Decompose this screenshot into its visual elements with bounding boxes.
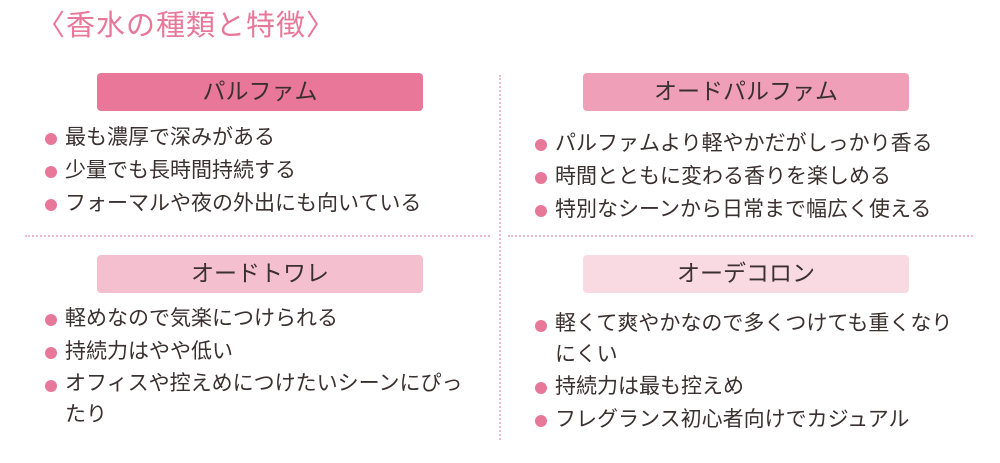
item-text: 持続力は最も控えめ xyxy=(555,374,744,398)
bullet-icon xyxy=(45,199,57,211)
item-text: パルファムより軽やかだがしっかり香る xyxy=(555,131,933,155)
bullet-icon xyxy=(535,415,547,427)
section-list-eau-de-cologne: 軽くて爽やかなので多くつけても重くなりにくい 持続力は最も控えめ フレグランス初… xyxy=(533,308,963,436)
section-header-parfum: パルファム xyxy=(97,73,423,111)
list-item: 持続力は最も控えめ xyxy=(533,370,963,403)
bullet-icon xyxy=(45,347,57,359)
divider-horizontal-left xyxy=(25,235,490,237)
divider-vertical xyxy=(499,75,501,440)
list-item: フレグランス初心者向けでカジュアル xyxy=(533,403,963,436)
list-item: 持続力はやや低い xyxy=(43,335,483,368)
item-text: オフィスや控えめにつけたいシーンにぴったり xyxy=(65,371,463,426)
section-header-eau-de-toilette: オードトワレ xyxy=(97,255,423,293)
bullet-icon xyxy=(535,139,547,151)
bullet-icon xyxy=(45,166,57,178)
bullet-icon xyxy=(535,172,547,184)
list-item: 時間とともに変わる香りを楽しめる xyxy=(533,160,933,193)
section-list-eau-de-toilette: 軽めなので気楽につけられる 持続力はやや低い オフィスや控えめにつけたいシーンに… xyxy=(43,302,483,430)
item-text: フレグランス初心者向けでカジュアル xyxy=(555,407,910,431)
item-text: 軽くて爽やかなので多くつけても重くなりにくい xyxy=(555,311,953,366)
bullet-icon xyxy=(45,380,57,392)
list-item: 最も濃厚で深みがある xyxy=(43,121,421,154)
divider-horizontal-right xyxy=(508,235,973,237)
item-text: 時間とともに変わる香りを楽しめる xyxy=(555,164,891,188)
list-item: 特別なシーンから日常まで幅広く使える xyxy=(533,193,933,226)
bullet-icon xyxy=(45,133,57,145)
section-list-parfum: 最も濃厚で深みがある 少量でも長時間持続する フォーマルや夜の外出にも向いている xyxy=(43,121,421,220)
list-item: オフィスや控えめにつけたいシーンにぴったり xyxy=(43,368,483,430)
list-item: フォーマルや夜の外出にも向いている xyxy=(43,187,421,220)
page-title: 〈香水の種類と特徴〉 xyxy=(36,8,337,42)
item-text: 最も濃厚で深みがある xyxy=(65,125,275,149)
section-header-eau-de-parfum: オードパルファム xyxy=(583,73,909,111)
list-item: 軽くて爽やかなので多くつけても重くなりにくい xyxy=(533,308,963,370)
item-text: 少量でも長時間持続する xyxy=(65,158,296,182)
item-text: フォーマルや夜の外出にも向いている xyxy=(65,191,422,215)
bullet-icon xyxy=(45,314,57,326)
bullet-icon xyxy=(535,320,547,332)
section-list-eau-de-parfum: パルファムより軽やかだがしっかり香る 時間とともに変わる香りを楽しめる 特別なシ… xyxy=(533,127,933,226)
item-text: 特別なシーンから日常まで幅広く使える xyxy=(555,197,932,221)
item-text: 軽めなので気楽につけられる xyxy=(65,306,338,330)
item-text: 持続力はやや低い xyxy=(65,339,233,363)
bullet-icon xyxy=(535,205,547,217)
list-item: パルファムより軽やかだがしっかり香る xyxy=(533,127,933,160)
bullet-icon xyxy=(535,382,547,394)
list-item: 少量でも長時間持続する xyxy=(43,154,421,187)
list-item: 軽めなので気楽につけられる xyxy=(43,302,483,335)
section-header-eau-de-cologne: オーデコロン xyxy=(583,255,909,293)
